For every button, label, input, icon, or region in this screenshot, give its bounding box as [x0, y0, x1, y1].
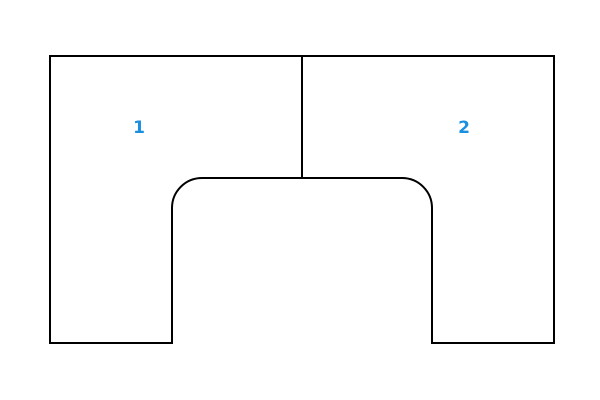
region-1-label: 1: [133, 118, 145, 138]
u-shape-outline: [49, 55, 555, 344]
region-2-label: 2: [458, 118, 470, 138]
